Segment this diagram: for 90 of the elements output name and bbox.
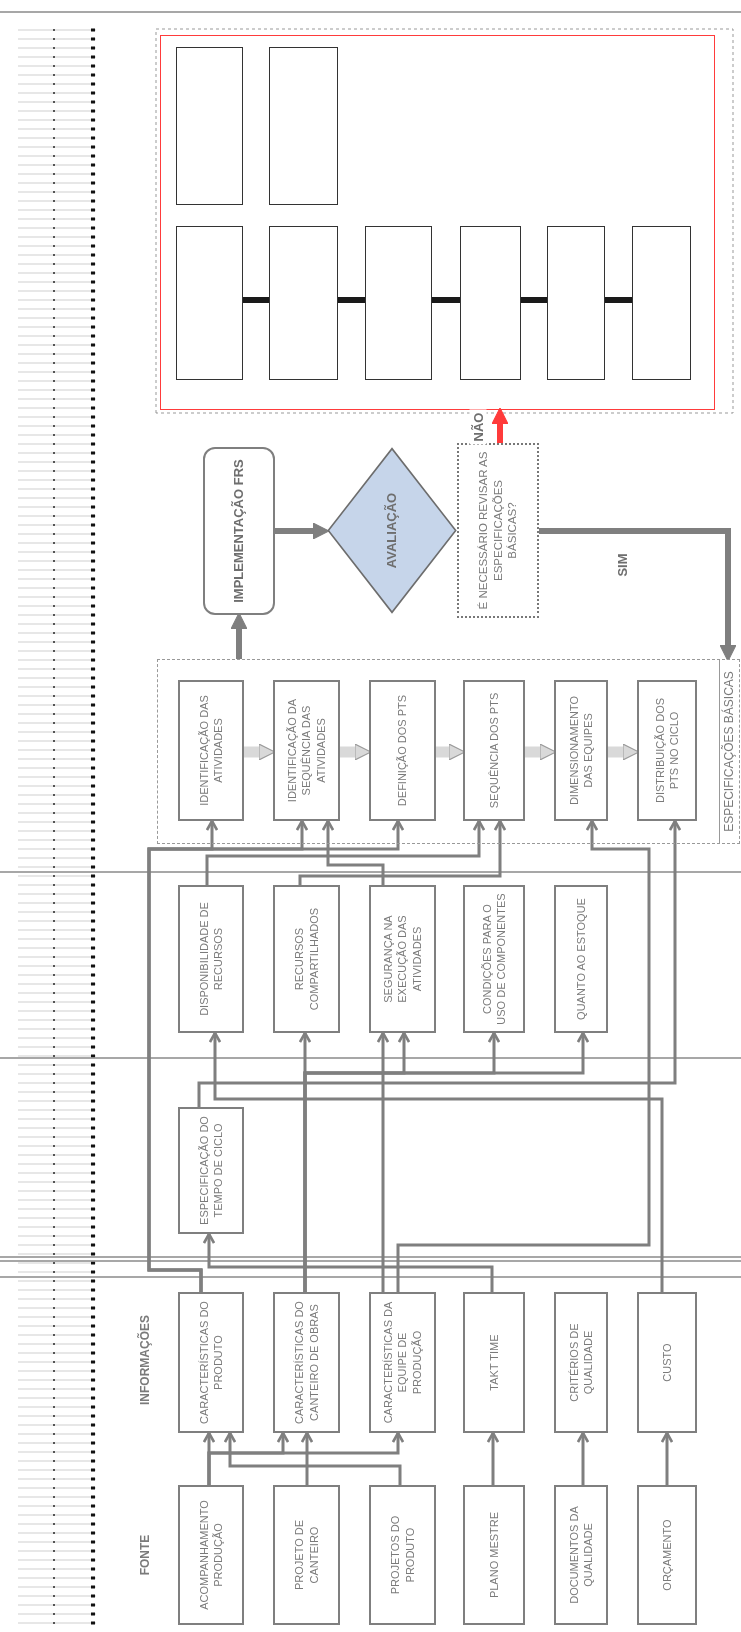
box-label: CARACTERÍSTICAS DO CANTEIRO DE OBRAS [292, 1300, 321, 1425]
question-box [457, 443, 539, 618]
box-label: IDENTIFICAÇÃO DA SEQUÊNCIA DAS ATIVIDADES [285, 697, 328, 805]
connector-line [338, 297, 365, 303]
edge-label: NÃO [469, 409, 487, 445]
connector-line [521, 297, 547, 303]
box-label: CONDIÇÕES PARA O USO DE COMPONENTES [479, 893, 508, 1025]
process-box [178, 1107, 244, 1234]
decision-diamond [327, 447, 457, 614]
column-heading: FONTE [138, 1534, 152, 1576]
process-box [369, 680, 436, 821]
box-label: DISTRIBUIÇÃO DOS PTS NO CICLO [652, 696, 681, 806]
process-box [637, 680, 697, 821]
connector-arrow [539, 528, 737, 662]
connector-arrow [321, 819, 385, 885]
process-box [637, 1485, 697, 1625]
box-label: DEFINIÇÃO DOS PTS [395, 694, 410, 807]
process-box [178, 1485, 244, 1625]
process-box [369, 1485, 436, 1625]
empty-box [547, 226, 605, 380]
process-box [554, 1485, 608, 1625]
box-label: QUANTO AO ESTOQUE [573, 898, 588, 1020]
empty-box [632, 226, 691, 380]
process-box [273, 1292, 340, 1433]
process-box [554, 680, 608, 821]
box-label: SEGURANÇA NA EXECUÇÃO DAS ATIVIDADES [381, 914, 424, 1005]
box-label: PROJETOS DO PRODUTO [388, 1514, 417, 1597]
box-label: IMPLEMENTAÇÃO FRS [230, 459, 247, 603]
box-label: ORÇAMENTO [659, 1519, 674, 1591]
column-heading: INFORMAÇÕES [138, 1315, 152, 1405]
process-box [273, 885, 340, 1033]
group-title: ESPECIFICAÇÕES BÁSICAS [719, 660, 739, 843]
box-label: DIMENSIONAMENTO DAS EQUIPES [566, 694, 595, 808]
box-label: PLANO MESTRE [486, 1511, 501, 1599]
process-box [369, 885, 436, 1033]
empty-box [365, 226, 432, 380]
empty-box [176, 47, 243, 205]
process-box [178, 680, 244, 821]
process-box [178, 885, 244, 1033]
box-label: É NECESSÁRIO REVISAR AS ESPECIFICAÇÕES BÁSICAS? [475, 451, 520, 610]
process-box [554, 885, 608, 1033]
box-label: CUSTO [659, 1343, 674, 1382]
process-box [273, 1485, 340, 1625]
connector-line [605, 297, 632, 303]
connector-arrow [376, 1031, 390, 1292]
process-box [369, 1292, 436, 1433]
connector-arrow [230, 612, 248, 659]
empty-box [176, 226, 243, 380]
empty-box [269, 226, 338, 380]
connector-line [243, 297, 269, 303]
box-label: SEQUÊNCIA DOS PTS [486, 692, 501, 809]
process-box [463, 680, 525, 821]
connector-line [432, 297, 460, 303]
connector-arrow [202, 1232, 494, 1292]
box-label: RECURSOS COMPARTILHADOS [292, 906, 321, 1013]
connector-arrow [147, 819, 405, 1292]
box-label: CRITÉRIOS DE QUALIDADE [566, 1322, 595, 1404]
connector-arrow [576, 1431, 590, 1485]
box-label: ACOMPANHAMENTO PRODUÇÃO [196, 1499, 225, 1612]
connector-arrow [491, 407, 509, 443]
empty-box [460, 226, 521, 380]
process-box [463, 1292, 525, 1433]
box-label: PROJETO DE CANTEIRO [292, 1518, 321, 1593]
box-label: ESPECIFICAÇÃO DO TEMPO DE CICLO [196, 1115, 225, 1226]
box-label: DISPONIBILIDADE DE RECURSOS [196, 901, 225, 1018]
connector-arrow [205, 819, 486, 885]
connector-arrow [275, 522, 330, 540]
process-box [637, 1292, 697, 1433]
connector-arrow [197, 819, 682, 1107]
box-label: CARACTERÍSTICAS DO PRODUTO [196, 1300, 225, 1425]
connector-arrow [303, 1031, 590, 1292]
connector-arrow [660, 1431, 674, 1485]
connector-arrow [396, 819, 651, 1292]
process-box [273, 680, 340, 821]
connector-arrow [298, 819, 507, 885]
process-box [463, 885, 525, 1033]
empty-box [269, 47, 338, 205]
box-label: AVALIAÇÃO [383, 492, 400, 569]
connector-arrow [300, 1431, 314, 1485]
box-label: CARACTERÍSTICAS DA EQUIPE DE PRODUÇÃO [381, 1300, 424, 1425]
process-box [554, 1292, 608, 1433]
process-box [463, 1485, 525, 1625]
box-label: DOCUMENTOS DA QUALIDADE [566, 1505, 595, 1606]
connector-arrow [208, 1031, 664, 1292]
box-label: IDENTIFICAÇÃO DAS ATIVIDADES [196, 694, 225, 808]
box-label: TAKT TIME [486, 1334, 501, 1391]
process-box [178, 1292, 244, 1433]
connector-arrow [486, 1431, 500, 1485]
rounded-process-box [203, 447, 275, 615]
group-box [157, 659, 740, 844]
